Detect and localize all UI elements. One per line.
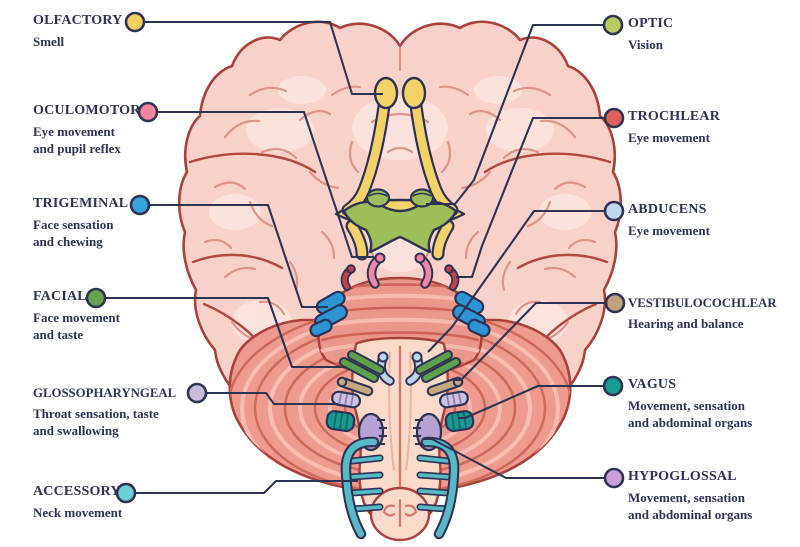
- leader-oculomotor: [148, 110, 374, 259]
- label-trigeminal-title: TRIGEMINAL: [33, 196, 129, 211]
- medulla-lines: [388, 346, 412, 492]
- label-olfactory-title: OLFACTORY: [33, 13, 123, 28]
- label-dots: [85, 11, 626, 504]
- leader-hypoglossal: [424, 437, 614, 480]
- leader-vestibulocochlear: [454, 301, 615, 382]
- label-trigeminal-desc: Face sensation and chewing: [33, 217, 114, 250]
- dot-olfactory: [124, 11, 146, 33]
- leader-abducens: [427, 209, 614, 353]
- label-accessory-title: ACCESSORY: [33, 484, 121, 499]
- label-vestibulocochlear-desc: Hearing and balance: [628, 316, 744, 331]
- olfactory-bulb-right: [401, 76, 427, 110]
- label-oculomotor-desc: Eye movement and pupil reflex: [33, 124, 121, 157]
- label-glossopharyngeal-title: GLOSSOPHARYNGEAL: [33, 386, 177, 400]
- optic-stump-fold-right: [412, 192, 432, 197]
- glossopharyngeal-nerve: [331, 390, 469, 409]
- label-oculomotor-title: OCULOMOTOR: [33, 103, 141, 118]
- leader-optic: [426, 23, 613, 206]
- trochlear-nerve: [340, 264, 460, 291]
- dot-glossopharyngeal: [186, 382, 208, 404]
- oculomotor-nerve: [366, 252, 434, 289]
- label-accessory-desc: Neck movement: [33, 505, 123, 520]
- dot-trigeminal: [129, 194, 151, 216]
- leader-lines: [96, 20, 615, 495]
- leader-trochlear: [456, 116, 614, 279]
- label-olfactory: OLFACTORY Smell: [33, 12, 243, 50]
- label-trigeminal: TRIGEMINAL Face sensation and chewing: [33, 195, 243, 250]
- dot-vestibulocochlear: [604, 292, 626, 314]
- dot-oculomotor: [137, 101, 159, 123]
- label-trochlear-desc: Eye movement: [628, 130, 710, 145]
- label-olfactory-desc: Smell: [33, 34, 65, 49]
- facial-nerve: [339, 350, 461, 383]
- dot-abducens: [603, 200, 625, 222]
- dot-hypoglossal: [603, 467, 625, 489]
- label-facial-desc: Face movement and taste: [33, 310, 120, 343]
- dot-vagus: [602, 375, 624, 397]
- label-glossopharyngeal-desc: Throat sensation, taste and swallowing: [33, 406, 159, 439]
- label-vagus-title: VAGUS: [628, 377, 677, 392]
- optic-stump-fold-left: [368, 192, 388, 197]
- dot-optic: [602, 14, 624, 36]
- label-vagus: VAGUS Movement, sensation and abdominal …: [628, 376, 798, 431]
- dot-accessory: [115, 482, 137, 504]
- label-hypoglossal-desc: Movement, sensation and abdominal organs: [628, 490, 753, 523]
- label-optic-title: OPTIC: [628, 16, 674, 31]
- label-abducens-title: ABDUCENS: [628, 202, 707, 217]
- leader-trigeminal: [140, 203, 328, 309]
- optic-chiasm: [342, 188, 458, 254]
- label-facial: FACIAL Face movement and taste: [33, 288, 243, 343]
- label-optic: OPTIC Vision: [628, 15, 798, 53]
- vagus-nerve: [325, 410, 475, 433]
- dot-trochlear: [603, 107, 625, 129]
- leader-accessory: [126, 479, 358, 495]
- label-vestibulocochlear: VESTIBULOCOCHLEAR Hearing and balance: [628, 294, 798, 332]
- leader-glossopharyngeal: [197, 391, 338, 406]
- dot-facial: [85, 287, 107, 309]
- label-accessory: ACCESSORY Neck movement: [33, 483, 243, 521]
- label-hypoglossal-title: HYPOGLOSSAL: [628, 469, 737, 484]
- label-abducens: ABDUCENS Eye movement: [628, 201, 798, 239]
- leader-facial: [96, 296, 346, 369]
- label-facial-title: FACIAL: [33, 289, 87, 304]
- label-oculomotor: OCULOMOTOR Eye movement and pupil reflex: [33, 102, 243, 157]
- label-glossopharyngeal: GLOSSOPHARYNGEAL Throat sensation, taste…: [33, 384, 243, 439]
- label-trochlear-title: TROCHLEAR: [628, 109, 721, 124]
- label-optic-desc: Vision: [628, 37, 663, 52]
- label-hypoglossal: HYPOGLOSSAL Movement, sensation and abdo…: [628, 468, 798, 523]
- label-vestibulocochlear-title: VESTIBULOCOCHLEAR: [628, 296, 777, 310]
- label-abducens-desc: Eye movement: [628, 223, 710, 238]
- leader-vagus: [458, 384, 613, 420]
- leader-olfactory: [135, 20, 383, 96]
- optic-nerve-stump-left: [365, 188, 391, 208]
- medulla-tip-marks: [382, 498, 418, 528]
- label-trochlear: TROCHLEAR Eye movement: [628, 108, 798, 146]
- gyri-lines: [203, 46, 597, 342]
- label-vagus-desc: Movement, sensation and abdominal organs: [628, 398, 753, 431]
